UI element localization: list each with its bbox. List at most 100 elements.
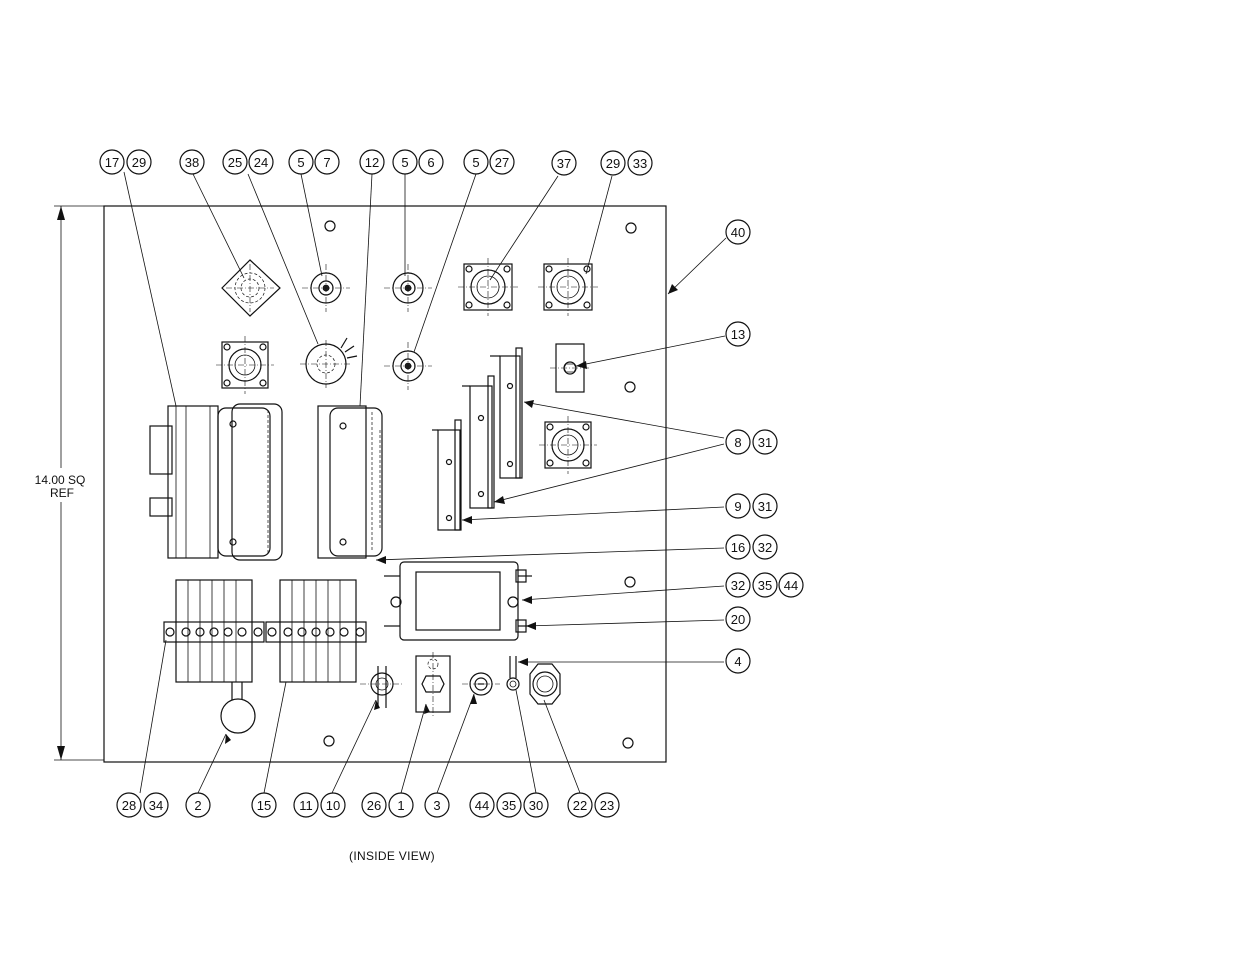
bracket-8-31-upper — [490, 347, 523, 479]
connector-37 — [458, 258, 518, 316]
callouts-bottom: 28 34 2 15 11 10 26 1 3 44 35 30 22 23 — [116, 792, 620, 818]
svg-text:32: 32 — [758, 540, 772, 555]
svg-text:5: 5 — [401, 155, 408, 170]
svg-text:4: 4 — [734, 654, 741, 669]
callout-1: 1 — [388, 792, 414, 818]
callout-38: 38 — [179, 149, 205, 175]
callouts-right: 40 13 8 31 9 31 16 32 32 35 44 20 4 — [725, 219, 804, 674]
svg-text:5: 5 — [472, 155, 479, 170]
bracket-9-31 — [432, 419, 462, 531]
svg-text:11: 11 — [299, 798, 313, 813]
svg-text:5: 5 — [297, 155, 304, 170]
svg-text:9: 9 — [734, 499, 741, 514]
component-26-1 — [415, 652, 451, 716]
terminal-44-35-30 — [506, 656, 520, 691]
svg-text:34: 34 — [149, 798, 163, 813]
callout-8: 8 — [725, 429, 751, 455]
callout-31: 31 — [752, 429, 778, 455]
svg-text:27: 27 — [495, 155, 509, 170]
callout-3: 3 — [424, 792, 450, 818]
svg-text:28: 28 — [122, 798, 136, 813]
svg-text:7: 7 — [323, 155, 330, 170]
svg-text:44: 44 — [475, 798, 489, 813]
transformer-12 — [317, 405, 383, 559]
receptacle-5-7 — [302, 264, 350, 312]
svg-text:16: 16 — [731, 540, 745, 555]
svg-text:35: 35 — [502, 798, 516, 813]
connector-38 — [221, 259, 281, 317]
dimension-ref-label: REF — [50, 486, 74, 500]
connector-left-square — [216, 336, 274, 394]
callout-32: 32 — [725, 572, 751, 598]
svg-text:22: 22 — [573, 798, 587, 813]
svg-text:29: 29 — [606, 156, 620, 171]
connector-right-square — [539, 416, 597, 474]
mounting-holes — [323, 220, 637, 749]
callout-20: 20 — [725, 606, 751, 632]
svg-text:24: 24 — [254, 155, 268, 170]
callout-2: 2 — [185, 792, 211, 818]
svg-text:25: 25 — [228, 155, 242, 170]
svg-text:38: 38 — [185, 155, 199, 170]
callout-6: 6 — [418, 149, 444, 175]
view-label: (INSIDE VIEW) — [349, 849, 435, 863]
callout-11: 11 — [293, 792, 319, 818]
transformer-17-29 — [149, 403, 283, 561]
callout-35: 35 — [496, 792, 522, 818]
svg-text:15: 15 — [257, 798, 271, 813]
callout-22: 22 — [567, 792, 593, 818]
dimension-14-sq: 14.00 SQ REF — [35, 205, 104, 761]
callout-13: 13 — [725, 321, 751, 347]
svg-text:40: 40 — [731, 225, 745, 240]
svg-text:37: 37 — [557, 156, 571, 171]
connector-29-33 — [538, 258, 598, 316]
lamp-3 — [462, 672, 500, 696]
callout-5: 5 — [392, 149, 418, 175]
svg-text:32: 32 — [731, 578, 745, 593]
connector-22-23 — [529, 663, 561, 705]
bracket-8-31-lower — [462, 375, 495, 509]
svg-text:12: 12 — [365, 155, 379, 170]
callout-33: 33 — [627, 150, 653, 176]
receptacle-5-27 — [384, 342, 432, 390]
svg-text:8: 8 — [734, 435, 741, 450]
svg-text:29: 29 — [132, 155, 146, 170]
callout-34: 34 — [143, 792, 169, 818]
callout-31: 31 — [752, 493, 778, 519]
svg-text:1: 1 — [397, 798, 404, 813]
svg-text:3: 3 — [433, 798, 440, 813]
callout-16: 16 — [725, 534, 751, 560]
callout-4: 4 — [725, 648, 751, 674]
callout-7: 7 — [314, 149, 340, 175]
fuse-holder-11-10 — [360, 666, 404, 708]
terminal-board-15 — [265, 579, 367, 683]
callout-5: 5 — [463, 149, 489, 175]
callout-32: 32 — [752, 534, 778, 560]
callout-37: 37 — [551, 150, 577, 176]
svg-text:31: 31 — [758, 435, 772, 450]
callout-28: 28 — [116, 792, 142, 818]
callout-17: 17 — [99, 149, 125, 175]
callout-25: 25 — [222, 149, 248, 175]
leader-lines — [123, 171, 727, 794]
svg-text:20: 20 — [731, 612, 745, 627]
callout-24: 24 — [248, 149, 274, 175]
receptacle-5-6 — [384, 264, 432, 312]
callout-5: 5 — [288, 149, 314, 175]
mounting-panel — [103, 205, 667, 763]
callout-40: 40 — [725, 219, 751, 245]
callout-9: 9 — [725, 493, 751, 519]
callout-29: 29 — [600, 150, 626, 176]
leader-arrowheads — [225, 284, 678, 744]
svg-text:13: 13 — [731, 327, 745, 342]
knob-2 — [220, 682, 256, 734]
svg-text:2: 2 — [194, 798, 201, 813]
svg-text:10: 10 — [326, 798, 340, 813]
callout-44: 44 — [778, 572, 804, 598]
terminal-board-28-34 — [163, 579, 265, 683]
callouts-top: 17 29 38 25 24 5 7 12 5 6 5 27 37 29 33 — [99, 149, 653, 176]
rotary-switch-25-24 — [300, 337, 358, 388]
callout-15: 15 — [251, 792, 277, 818]
callout-30: 30 — [523, 792, 549, 818]
